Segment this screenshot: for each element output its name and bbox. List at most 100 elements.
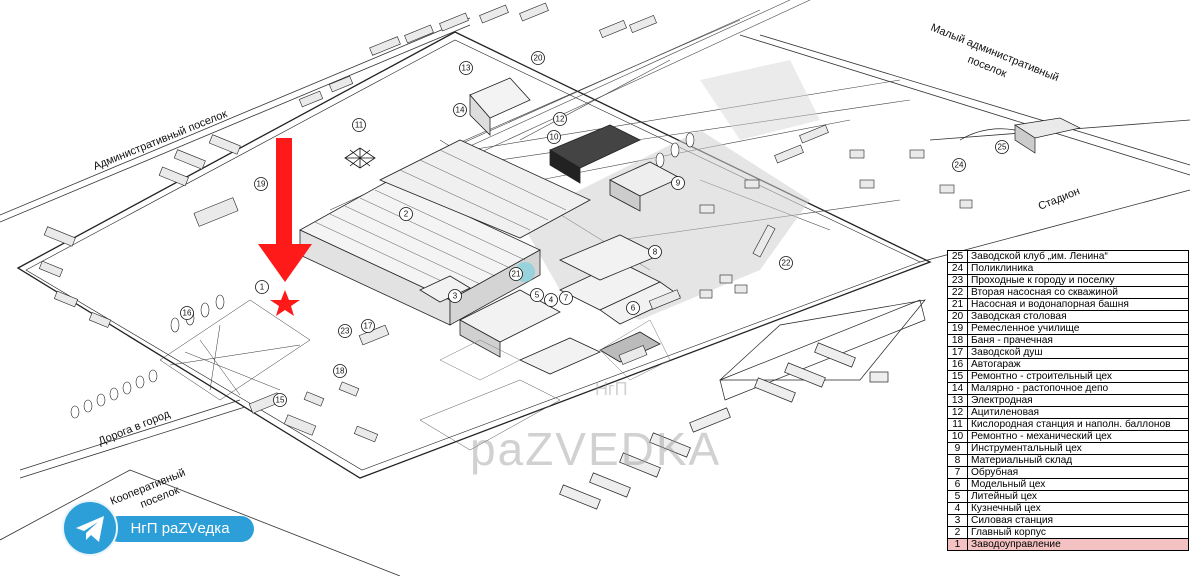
legend-number: 20 — [947, 310, 968, 323]
legend-label: Литейный цех — [967, 490, 1189, 503]
legend-label: Заводской клуб „им. Ленина“ — [967, 250, 1189, 263]
legend-number: 5 — [947, 490, 968, 503]
callout-number: 17 — [364, 322, 373, 331]
callout-number: 20 — [534, 54, 543, 63]
legend-label: Заводоуправление — [967, 538, 1189, 551]
legend-label: Автогараж — [967, 358, 1189, 371]
legend-label: Ацитиленовая — [967, 406, 1189, 419]
trees — [70, 132, 695, 419]
legend-label: Электродная — [967, 394, 1189, 407]
callout-circle — [333, 364, 347, 378]
callout-number: 7 — [564, 294, 569, 303]
callout-circle — [544, 293, 558, 307]
legend-label: Кузнечный цех — [967, 502, 1189, 515]
callout-circle — [459, 61, 473, 75]
callout-circle — [509, 267, 523, 281]
legend-label: Проходные к городу и поселку — [967, 274, 1189, 287]
badge-label[interactable]: НгП раZVедка — [106, 516, 254, 542]
callout-circle — [399, 207, 413, 221]
location-pointer — [258, 138, 312, 316]
callout-circle — [995, 140, 1009, 154]
legend-number: 6 — [947, 478, 968, 491]
callout-number: 22 — [782, 259, 791, 268]
callout-circle — [648, 245, 662, 259]
callout-circle — [273, 393, 287, 407]
legend-number: 4 — [947, 502, 968, 515]
legend-number: 15 — [947, 370, 968, 383]
callout-circle — [952, 158, 966, 172]
legend-label: Ремонтно - строительный цех — [967, 370, 1189, 383]
legend-number: 16 — [947, 358, 968, 371]
watermark: paZVEDKA — [470, 423, 721, 475]
legend-label: Главный корпус — [967, 526, 1189, 539]
callout-number: 15 — [276, 396, 285, 405]
small-buildings — [38, 2, 973, 443]
legend-label: Кислородная станция и наполн. баллонов — [967, 418, 1189, 431]
callout-circle — [254, 177, 268, 191]
callout-number: 10 — [550, 133, 559, 142]
callout-circle — [530, 288, 544, 302]
callout-circle — [626, 301, 640, 315]
legend-number: 12 — [947, 406, 968, 419]
lower-right-barracks — [559, 299, 926, 510]
building-14 — [469, 77, 531, 136]
legend-label: Поликлиника — [967, 262, 1189, 275]
callout-number: 16 — [183, 309, 192, 318]
legend-label: Инструментальный цех — [967, 442, 1189, 455]
legend-label: Материальный склад — [967, 454, 1189, 467]
callout-circle — [531, 51, 545, 65]
legend-number: 11 — [947, 418, 968, 431]
legend-label: Заводской душ — [967, 346, 1189, 359]
callout-circle — [547, 130, 561, 144]
telegram-plane-icon — [62, 500, 118, 556]
legend-number: 9 — [947, 442, 968, 455]
callout-number: 21 — [512, 270, 521, 279]
legend-label: Ремонтно - механический цех — [967, 430, 1189, 443]
decorative-star — [344, 147, 376, 169]
callout-circle — [779, 256, 793, 270]
legend-number: 1 — [947, 538, 968, 551]
callout-circle — [255, 280, 269, 294]
watermark-small: НгП — [595, 379, 628, 399]
callout-circle — [352, 118, 366, 132]
callout-number: 12 — [556, 115, 565, 124]
callout-circle — [338, 324, 352, 338]
callout-circle — [361, 319, 375, 333]
callout-circle — [553, 112, 567, 126]
callout-number: 2 — [404, 210, 409, 219]
label-admin-village: Административный поселок — [92, 108, 229, 173]
legend-number: 19 — [947, 322, 968, 335]
telegram-badge[interactable]: НгП раZVедка — [62, 500, 256, 556]
legend-number: 21 — [947, 298, 968, 311]
legend-number: 7 — [947, 466, 968, 479]
legend-number: 18 — [947, 334, 968, 347]
legend-number: 24 — [947, 262, 968, 275]
hatched-areas — [159, 299, 671, 451]
legend-number: 14 — [947, 382, 968, 395]
legend-number: 17 — [947, 346, 968, 359]
railway-tracks — [329, 0, 911, 271]
legend-number: 8 — [947, 454, 968, 467]
callout-number: 23 — [341, 327, 350, 336]
legend-label: Ремесленное училище — [967, 322, 1189, 335]
legend-number: 2 — [947, 526, 968, 539]
